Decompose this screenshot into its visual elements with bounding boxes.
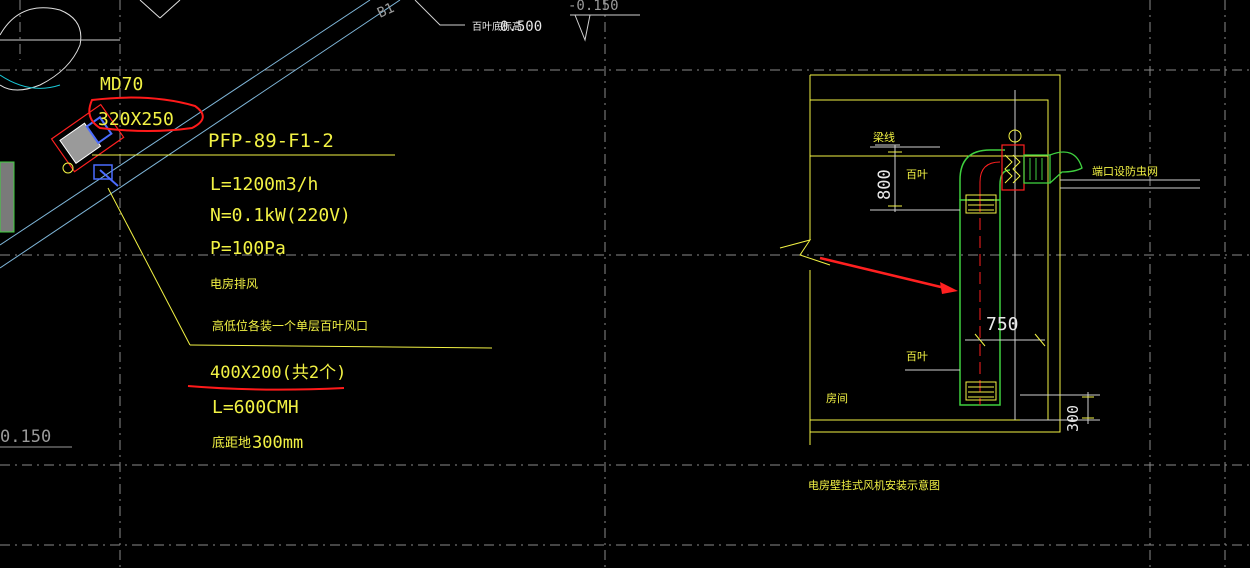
top-elev-value: 0.500 xyxy=(500,19,542,35)
left-objects xyxy=(0,7,120,233)
grid-label-b1: B1 xyxy=(375,0,397,22)
top-elev-minus: -0.150 xyxy=(568,0,619,14)
power-label: N=0.1kW(220V) xyxy=(210,205,351,226)
damper-label: MD70 xyxy=(100,74,143,95)
red-highlights xyxy=(88,96,345,391)
left-annotation: MD70 320X250 PFP-89-F1-2 L=1200m3/h N=0.… xyxy=(0,74,368,453)
right-annotation: 梁线 百叶 800 端口设防虫网 750 百叶 房间 300 电房壁挂式风机安装… xyxy=(808,130,1158,492)
bottom-elev-prefix: 底距地 xyxy=(212,435,251,451)
pressure-label: P=100Pa xyxy=(210,238,286,259)
bottom-elev-value: 300mm xyxy=(252,433,303,453)
upper-louver-label: 百叶 xyxy=(906,168,928,181)
top-labels: B1 百叶底标高 0.500 -0.150 xyxy=(375,0,640,42)
red-arrow xyxy=(819,256,958,294)
room-outline xyxy=(779,74,1200,445)
room-label: 房间 xyxy=(826,392,848,405)
left-elev-label: 0.150 xyxy=(0,427,51,447)
louver-note-label: 高低位各装一个单层百叶风口 xyxy=(212,318,368,333)
diagonal-wall xyxy=(0,0,401,269)
room-exhaust-label: 电房排风 xyxy=(210,276,258,291)
outlet-damper-label: 端口设防虫网 xyxy=(1092,164,1158,178)
dimensions xyxy=(870,144,1145,424)
beam-line-label: 梁线 xyxy=(873,130,895,144)
louver-flow-label: L=600CMH xyxy=(212,397,299,418)
airflow-label: L=1200m3/h xyxy=(210,174,318,195)
dim-750-label: 750 xyxy=(986,314,1019,335)
dim-300-label: 300 xyxy=(1064,405,1082,432)
fan-id-label: PFP-89-F1-2 xyxy=(208,130,334,152)
top-elev-prefix: 百叶底标高 xyxy=(472,20,522,33)
lower-louver-label: 百叶 xyxy=(906,350,928,363)
duct-size-label: 320X250 xyxy=(98,109,174,130)
vertical-duct xyxy=(959,149,1011,406)
louver-size-label: 400X200(共2个) xyxy=(210,363,346,383)
diagram-caption: 电房壁挂式风机安装示意图 xyxy=(808,478,940,492)
dim-800-label: 800 xyxy=(875,169,895,200)
left-leaders xyxy=(0,154,493,448)
outlet-assembly xyxy=(1001,129,1083,191)
